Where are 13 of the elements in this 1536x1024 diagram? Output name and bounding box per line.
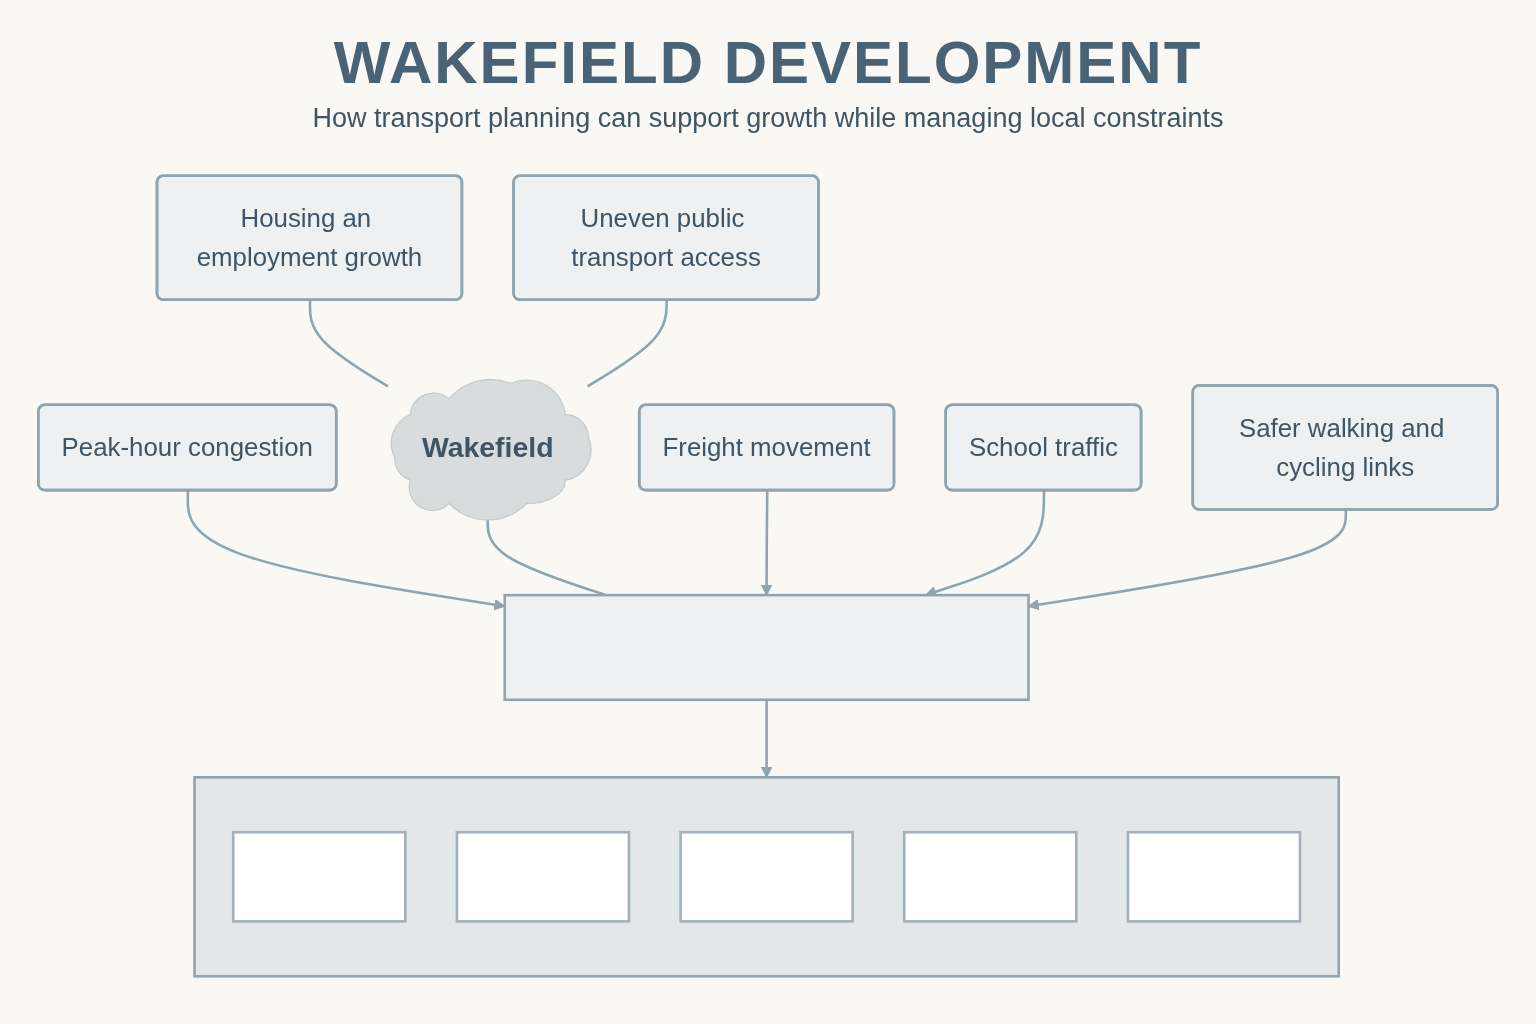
node-box (455, 830, 631, 923)
arrow (1028, 510, 1348, 611)
node-box (503, 593, 1030, 702)
arrow (760, 699, 773, 778)
node-box (903, 830, 1078, 923)
arrow (760, 490, 773, 596)
node-box (232, 830, 407, 923)
title: WAKEFIELD DEVELOPMENT (333, 28, 1203, 97)
node-box (679, 830, 854, 923)
node-box (1126, 830, 1302, 923)
connector (308, 300, 389, 388)
connector (586, 300, 668, 388)
subtitle: How transport planning can support growth while managing local constraints (312, 103, 1224, 134)
